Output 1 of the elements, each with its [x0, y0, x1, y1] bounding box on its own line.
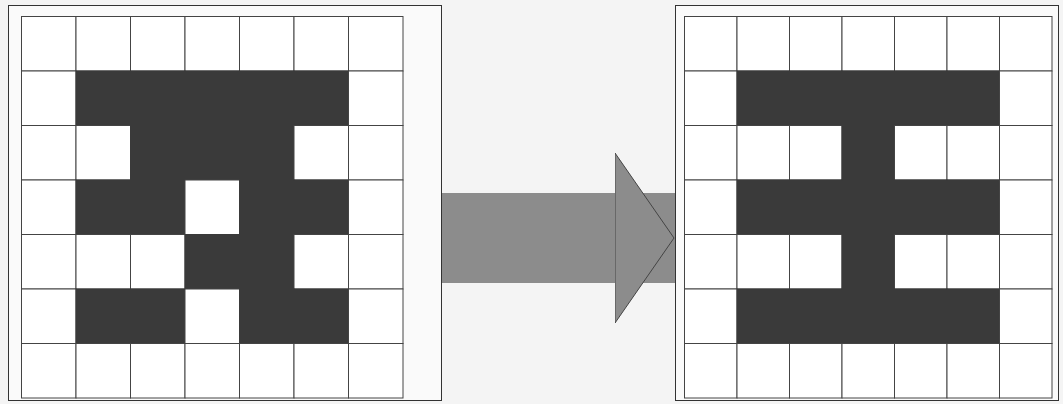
block-arrow: [442, 152, 675, 324]
